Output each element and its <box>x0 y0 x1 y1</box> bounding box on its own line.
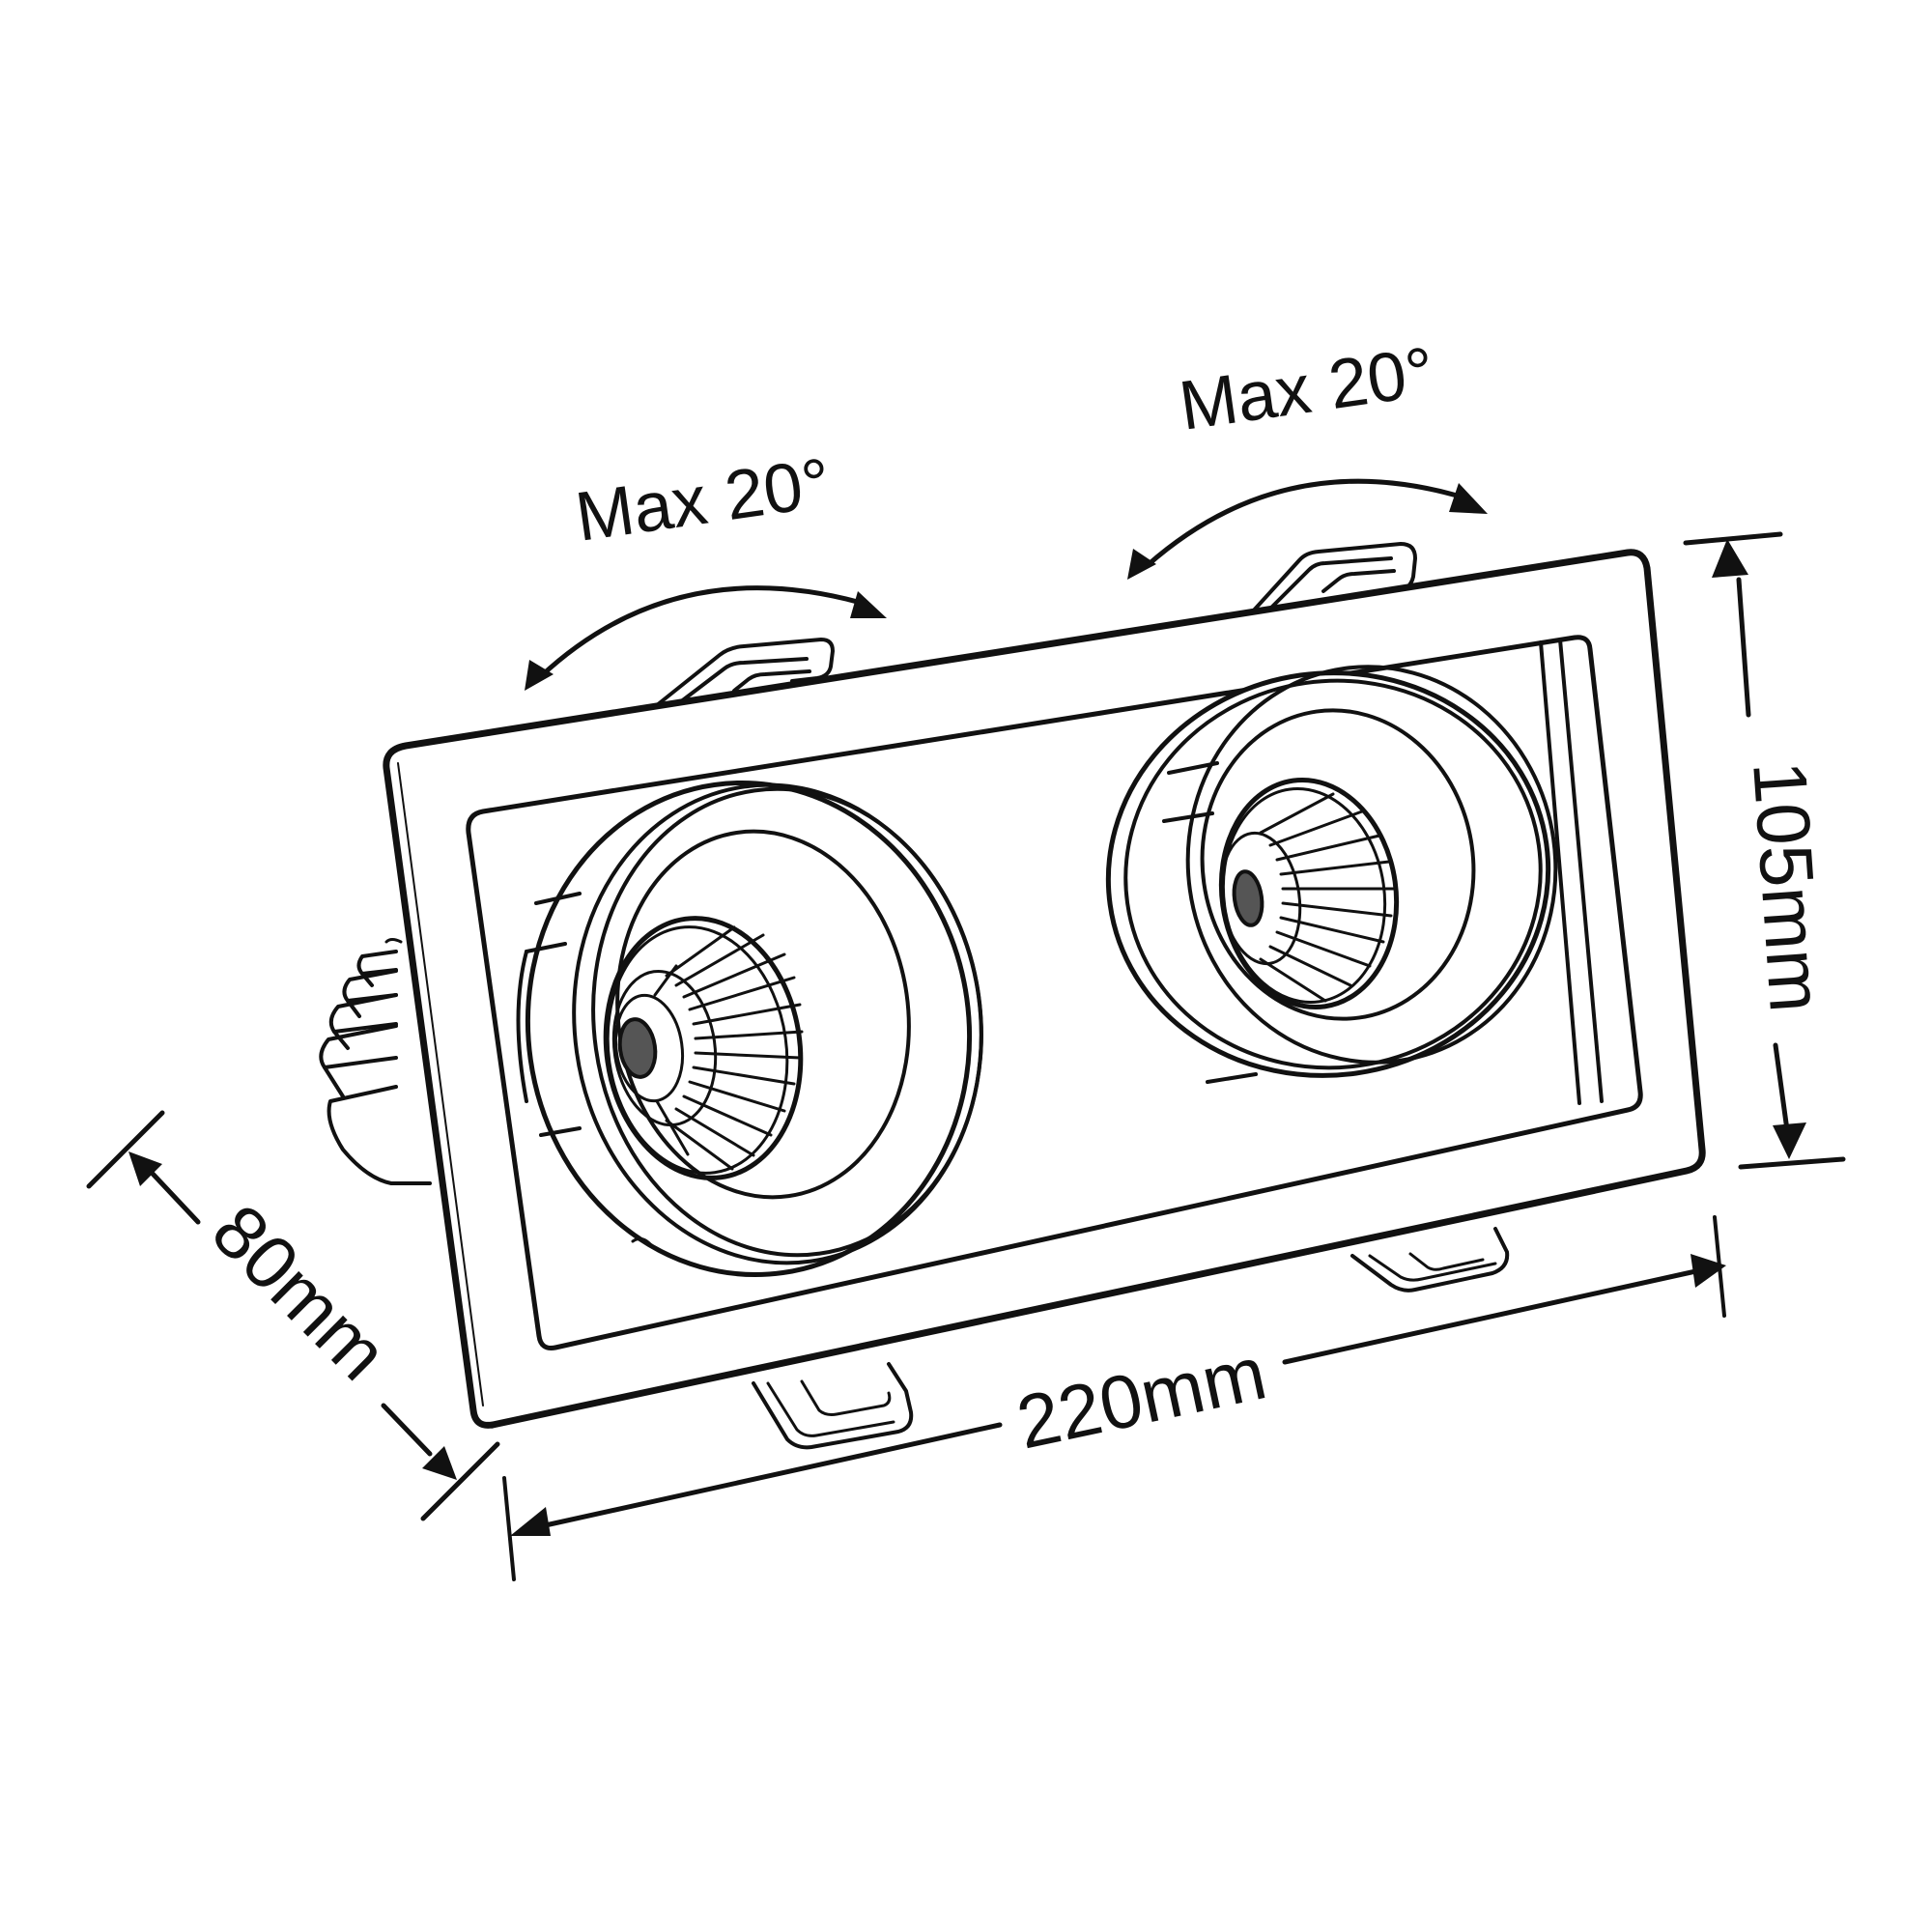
spring-clip-bottom-right <box>1350 1227 1510 1293</box>
reflector-right <box>1218 777 1400 1010</box>
dimension-depth <box>86 1110 500 1521</box>
inner-recess <box>466 635 1643 1350</box>
lamp-head-right <box>1105 665 1558 1084</box>
dimension-depth-label: 80mm <box>196 1188 404 1396</box>
spring-clip-top-left <box>655 638 835 707</box>
spring-clip-bottom-left <box>752 1362 914 1450</box>
tilt-arc-left <box>525 585 887 691</box>
lamp-head-left <box>516 780 983 1278</box>
tilt-arc-right <box>1127 478 1488 580</box>
dimension-width <box>502 1215 1726 1581</box>
dimension-width-label: 220mm <box>1009 1329 1273 1464</box>
heatsink-fins <box>319 938 432 1185</box>
dimension-height <box>1683 531 1846 1170</box>
dimension-height-label: 105mm <box>1737 758 1839 1015</box>
reflector-left <box>603 916 804 1180</box>
tilt-label-right: Max 20° <box>1175 333 1438 445</box>
tilt-label-left: Max 20° <box>571 444 835 556</box>
